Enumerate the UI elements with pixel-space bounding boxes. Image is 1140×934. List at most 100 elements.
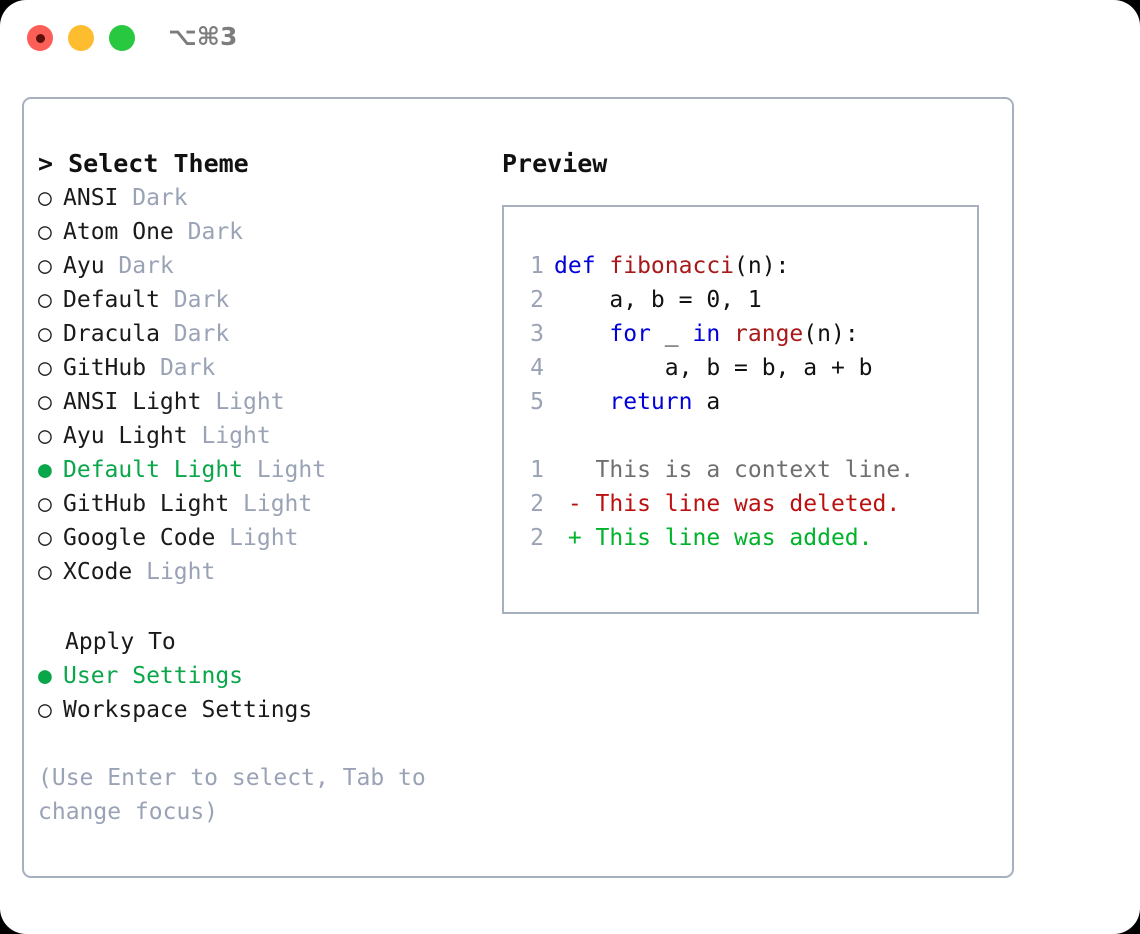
- theme-list-item[interactable]: ○Ayu Light Light: [38, 419, 488, 453]
- line-number: 2: [530, 491, 544, 517]
- theme-variant-tag: Dark: [173, 219, 244, 245]
- code-line: 3 for _ in range(n):: [518, 317, 969, 351]
- radio-unselected-icon: ○: [38, 287, 52, 313]
- line-number: 1: [530, 457, 544, 483]
- code-token: return: [609, 389, 693, 415]
- theme-list-item[interactable]: ○ Atom One Dark: [38, 215, 488, 249]
- diff-line: 1 This is a context line.: [518, 453, 969, 487]
- theme-name: Atom One: [63, 219, 174, 245]
- code-token: for: [609, 321, 651, 347]
- theme-list-item[interactable]: ○GitHub Dark: [38, 351, 488, 385]
- theme-name: GitHub Light: [63, 491, 230, 517]
- apply-to-option-label: Workspace Settings: [63, 697, 313, 723]
- code-line: 4 a, b = b, a + b: [518, 351, 969, 385]
- theme-name: ANSI Light: [63, 389, 202, 415]
- theme-variant-tag: Light: [132, 559, 216, 585]
- theme-name: Default: [63, 287, 160, 313]
- theme-name: ANSI: [63, 185, 119, 211]
- theme-list-column: > Select Theme ○ANSI Dark○Atom One Dark○…: [38, 147, 488, 829]
- apply-to-list: ● User Settings ○ Workspace Settings: [38, 659, 488, 727]
- title-bar: ⌥⌘3: [0, 0, 1140, 78]
- select-theme-heading: > Select Theme: [38, 149, 249, 178]
- radio-unselected-icon: ○: [38, 321, 52, 347]
- list-spacer: [38, 589, 488, 625]
- apply-to-option[interactable]: ○ Workspace Settings: [38, 693, 488, 727]
- diff-line-text: This is a context line.: [581, 457, 915, 483]
- code-token: [554, 321, 609, 347]
- record-indicator-icon: [35, 33, 45, 43]
- theme-variant-tag: Dark: [159, 287, 230, 313]
- theme-list-item[interactable]: ○ Dracula Dark: [38, 317, 488, 351]
- radio-unselected-icon: ○: [38, 219, 52, 245]
- theme-variant-tag: Light: [243, 457, 327, 483]
- radio-unselected-icon: ○: [38, 389, 52, 415]
- keyboard-shortcut-label: ⌥⌘3: [168, 22, 238, 51]
- theme-list-item[interactable]: ○ GitHub Light Light: [38, 487, 488, 521]
- theme-variant-tag: Dark: [159, 321, 230, 347]
- code-token: _: [650, 321, 693, 347]
- theme-name: XCode: [63, 559, 133, 585]
- code-line-content: a, b = b, a + b: [554, 351, 873, 385]
- theme-picker-panel: > Select Theme ○ANSI Dark○Atom One Dark○…: [22, 97, 1014, 878]
- radio-unselected-icon: ○: [38, 525, 52, 551]
- code-token: fibonacci: [609, 253, 735, 279]
- line-number: 1: [530, 253, 544, 279]
- theme-list-item[interactable]: ○XCode Light: [38, 555, 488, 589]
- theme-variant-tag: Light: [187, 423, 271, 449]
- code-line-content: return a: [554, 385, 720, 419]
- theme-list-item[interactable]: ○Google Code Light: [38, 521, 488, 555]
- code-token: (n):: [803, 321, 859, 347]
- theme-list-item[interactable]: ○ANSI Dark: [38, 181, 488, 215]
- radio-selected-icon: ●: [38, 663, 52, 689]
- diff-sample: 1 This is a context line.2 - This line w…: [518, 453, 969, 555]
- code-line-content: def fibonacci(n):: [554, 249, 789, 283]
- theme-list-item[interactable]: ○ Ayu Dark: [38, 249, 488, 283]
- line-number: 2: [530, 525, 544, 551]
- diff-sign: [554, 453, 582, 487]
- diff-line: 2 + This line was added.: [518, 521, 969, 555]
- code-token: a, b = b, a + b: [554, 355, 873, 381]
- code-token: in: [692, 321, 735, 347]
- theme-variant-tag: Dark: [104, 253, 174, 279]
- theme-name: Ayu: [63, 253, 105, 279]
- diff-sign: +: [554, 525, 582, 551]
- radio-unselected-icon: ○: [38, 253, 52, 279]
- radio-selected-icon: ●: [38, 457, 52, 483]
- close-button[interactable]: [27, 25, 53, 51]
- theme-list-item[interactable]: ○ANSI Light Light: [38, 385, 488, 419]
- radio-unselected-icon: ○: [38, 697, 52, 723]
- theme-name: Dracula: [63, 321, 160, 347]
- theme-variant-tag: Dark: [118, 185, 188, 211]
- minimize-button[interactable]: [68, 25, 94, 51]
- code-line-content: a, b = 0, 1: [554, 283, 761, 317]
- traffic-lights: [27, 25, 135, 51]
- theme-name: Default Light: [63, 457, 244, 483]
- line-number: 5: [530, 389, 544, 415]
- theme-list: ○ANSI Dark○Atom One Dark○Ayu Dark○Defaul…: [38, 181, 488, 589]
- code-line: 2 a, b = 0, 1: [518, 283, 969, 317]
- code-line: 5 return a: [518, 385, 969, 419]
- theme-list-item[interactable]: ○ Default Dark: [38, 283, 488, 317]
- maximize-button[interactable]: [109, 25, 135, 51]
- line-number: 4: [530, 355, 544, 381]
- apply-to-option[interactable]: ● User Settings: [38, 659, 488, 693]
- code-token: def: [554, 253, 610, 279]
- code-token: [554, 389, 609, 415]
- apply-to-option-label: User Settings: [63, 663, 244, 689]
- code-token: a: [692, 389, 721, 415]
- hint-spacer: [38, 727, 488, 761]
- theme-name: Ayu Light: [63, 423, 188, 449]
- radio-unselected-icon: ○: [38, 491, 52, 517]
- radio-unselected-icon: ○: [38, 355, 52, 381]
- keyboard-hint-text: (Use Enter to select, Tab to change focu…: [38, 765, 440, 825]
- theme-variant-tag: Light: [229, 491, 313, 517]
- diff-sign: -: [554, 491, 582, 517]
- code-line-content: for _ in range(n):: [554, 317, 859, 351]
- theme-list-item[interactable]: ● Default Light Light: [38, 453, 488, 487]
- code-line: 1 def fibonacci(n):: [518, 249, 969, 283]
